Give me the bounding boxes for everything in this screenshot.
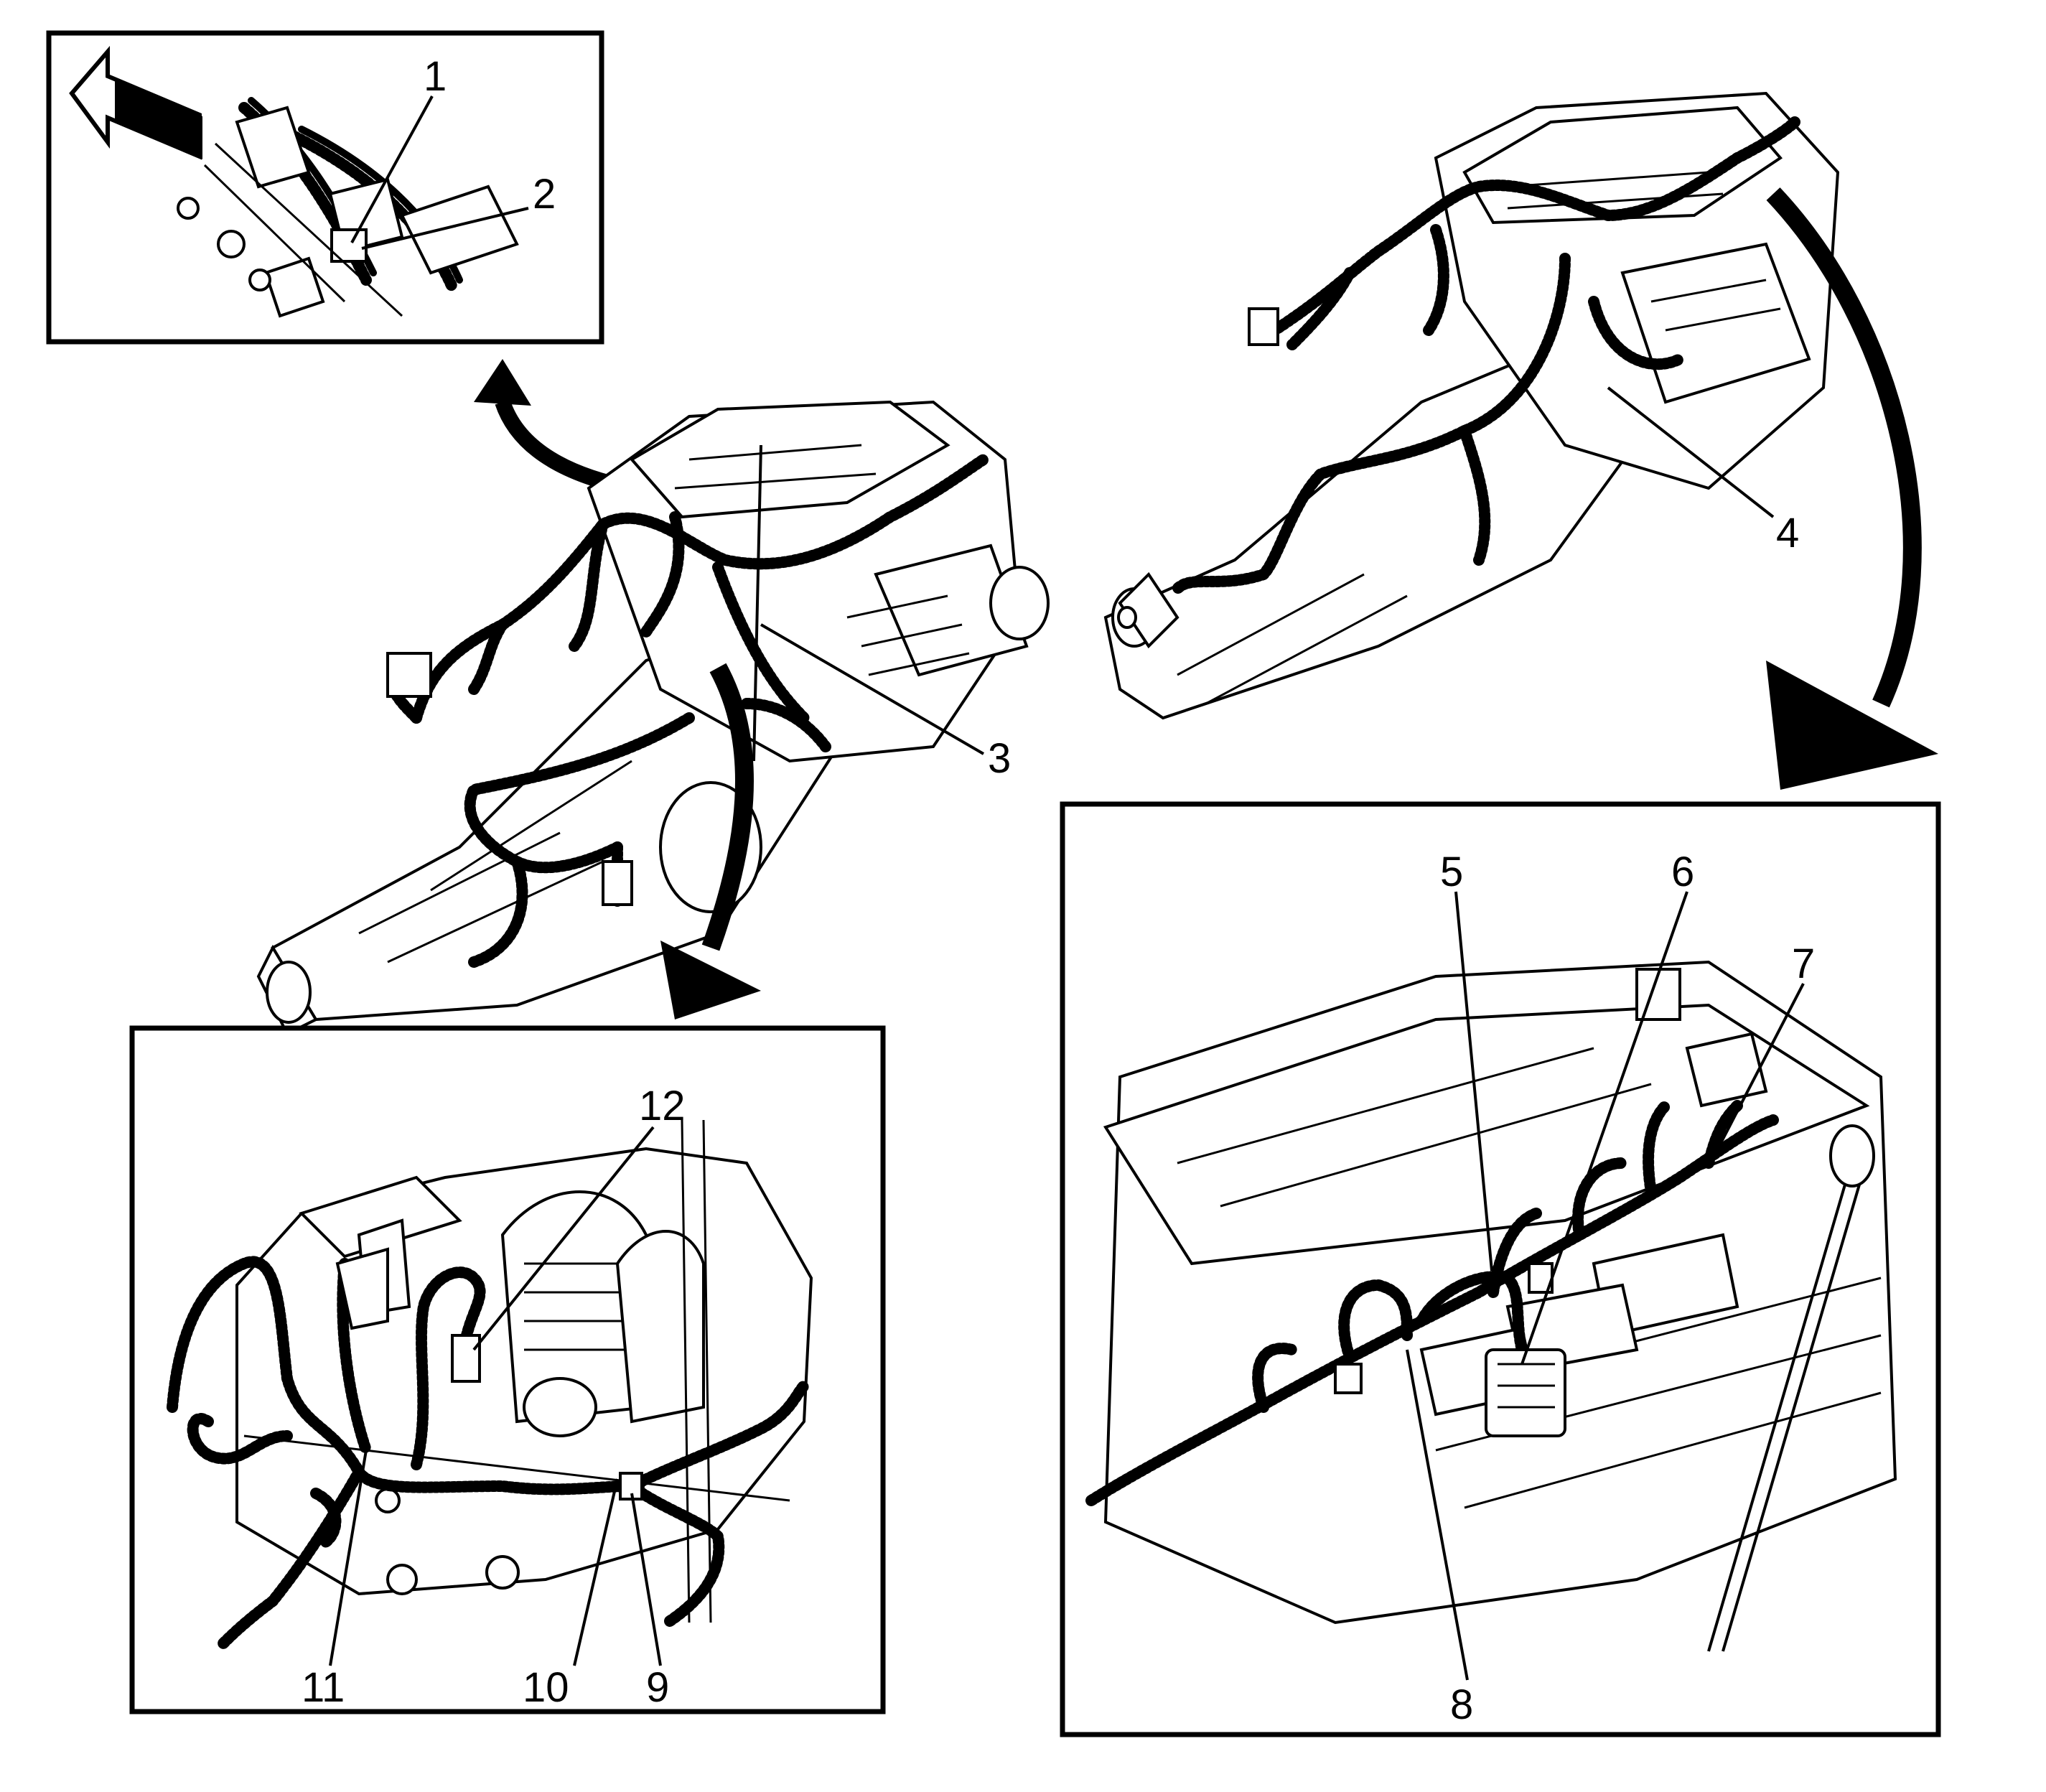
detail-box-connector-inset: 1 2 xyxy=(46,30,604,345)
engine-manual-transmission: 4 xyxy=(1103,91,1840,720)
callout-9: 9 xyxy=(646,1664,669,1711)
front-direction-arrow-icon xyxy=(69,45,202,160)
callout-7: 7 xyxy=(1792,941,1815,987)
callout-11: 11 xyxy=(302,1664,345,1711)
callout-10: 10 xyxy=(523,1664,569,1711)
engine-automatic-transmission: 3 xyxy=(256,400,1050,1036)
callout-12: 12 xyxy=(639,1083,686,1129)
callout-6: 6 xyxy=(1671,849,1694,895)
detail-box-manual-harness: 5 6 7 8 xyxy=(1060,801,1941,1737)
curved-arrow-icon-to-bottom-right xyxy=(1766,187,1938,790)
curved-arrow-icon-to-bottom-left xyxy=(660,663,761,1019)
callout-1: 1 xyxy=(424,53,447,100)
detail-box-automatic-harness: 12 9 10 11 xyxy=(129,1025,886,1714)
callout-5: 5 xyxy=(1440,849,1463,895)
curved-arrow-icon-to-inset xyxy=(474,359,634,496)
callout-4: 4 xyxy=(1776,510,1799,556)
callout-2: 2 xyxy=(533,171,556,218)
callout-8: 8 xyxy=(1450,1681,1473,1728)
callout-3: 3 xyxy=(988,735,1011,782)
